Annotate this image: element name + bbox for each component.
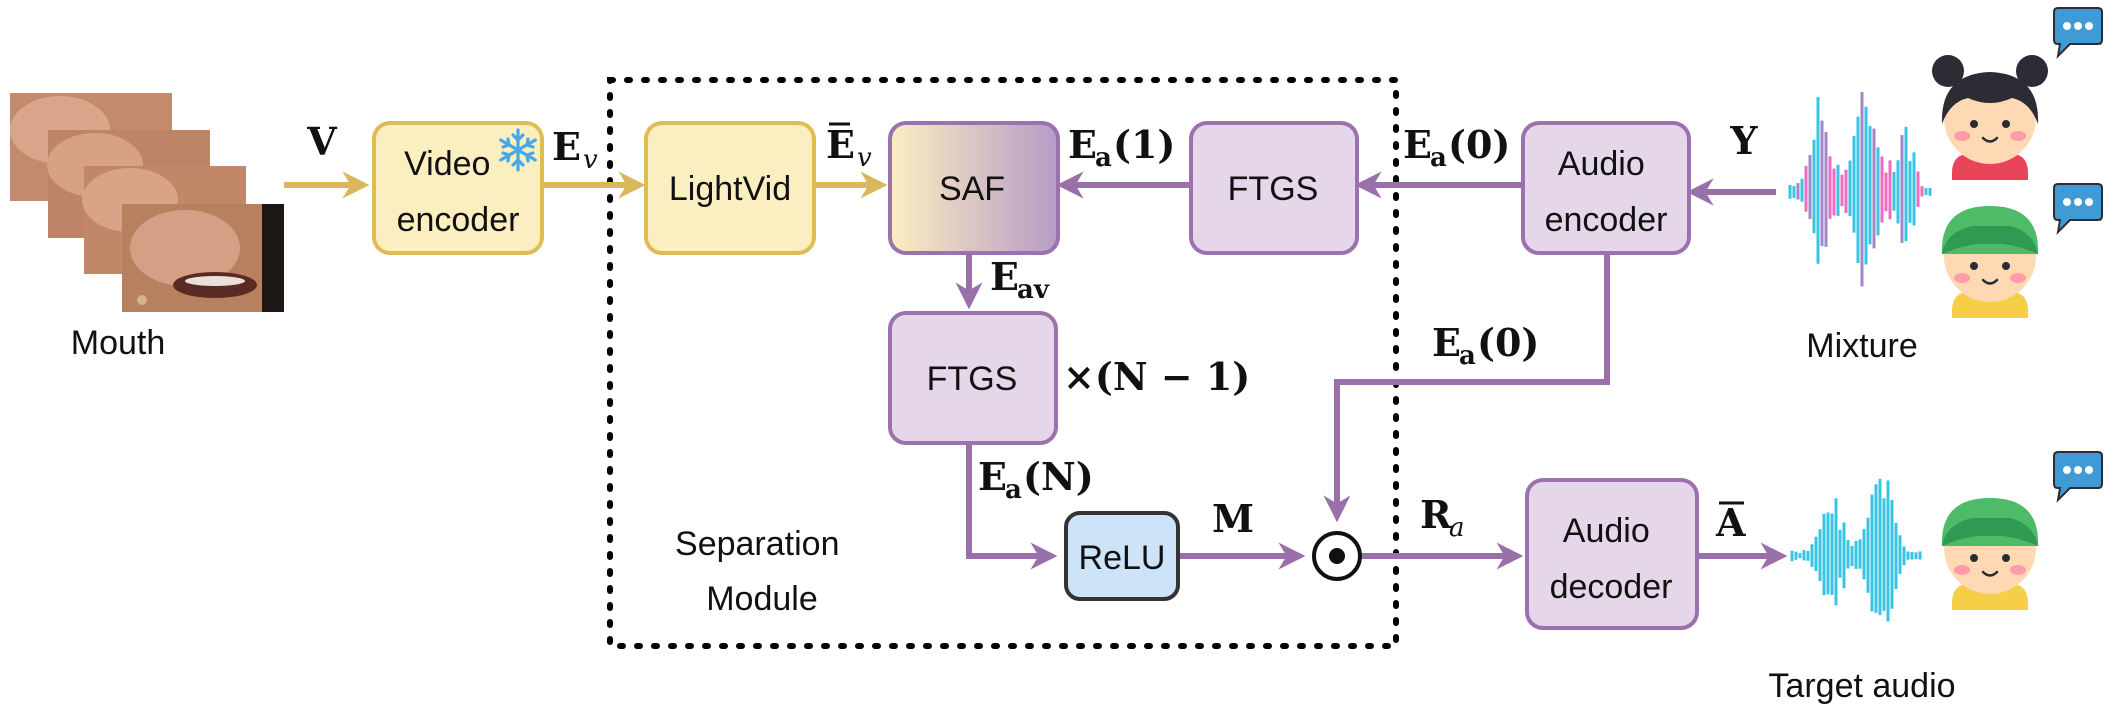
target-audio-label: Target audio (1768, 667, 1955, 705)
label-ra: R a (1420, 492, 1465, 543)
svg-text:av: av (1017, 275, 1050, 305)
svg-text:v: v (583, 145, 598, 175)
svg-text:E: E (1068, 122, 1097, 167)
ftgs-top-block: FTGS (1189, 121, 1359, 255)
arrow-encoder-skip-to-odot (1323, 250, 1610, 523)
svg-text:a: a (1430, 143, 1447, 173)
svg-text:a: a (1449, 513, 1465, 543)
label-ev: E v (552, 124, 598, 175)
svg-text:(0): (0) (1477, 320, 1539, 365)
separation-module-label: Separation Module (675, 525, 849, 618)
svg-text:(0): (0) (1448, 122, 1510, 167)
svg-text:Audio decoder: Audio decoder (1550, 512, 1673, 606)
chat-bubble-icon-3 (2053, 451, 2103, 503)
target-speaker-avatar (1941, 498, 2039, 610)
svg-text:(1): (1) (1113, 122, 1175, 167)
svg-text:FTGS: FTGS (927, 360, 1018, 398)
arrow-ftgs-mid-to-relu (966, 442, 1058, 570)
svg-text:(N): (N) (1023, 454, 1094, 499)
mixture-label: Mixture (1806, 327, 1917, 365)
svg-text:v: v (857, 143, 872, 173)
odot-operator (1312, 531, 1362, 581)
label-y: Y (1729, 118, 1758, 163)
svg-text:E: E (1432, 320, 1461, 365)
svg-text:E: E (978, 454, 1007, 499)
svg-text:R: R (1420, 492, 1452, 537)
speaker-girl-avatar (1932, 55, 2048, 180)
label-ea-0-top: E a (0) (1403, 122, 1510, 173)
svg-text:a: a (1095, 143, 1112, 173)
svg-text:E: E (1403, 122, 1432, 167)
label-eav: E av (990, 254, 1050, 305)
audio-encoder-block: Audio encoder (1521, 121, 1691, 255)
svg-text:E: E (552, 124, 581, 169)
label-ea-n: E a (N) (978, 454, 1094, 505)
mouth-label: Mouth (71, 324, 166, 362)
chat-bubble-icon-1 (2053, 7, 2103, 59)
mouth-frames: Mouth (10, 93, 284, 362)
svg-text:ReLU: ReLU (1079, 539, 1166, 577)
label-v: V (306, 119, 338, 164)
saf-block: SAF (888, 121, 1060, 255)
svg-text:E: E (990, 254, 1019, 299)
svg-text:Video encoder: Video encoder (397, 145, 520, 239)
svg-text:E: E (826, 122, 855, 167)
label-m: M (1212, 496, 1254, 541)
svg-text:LightVid: LightVid (669, 170, 791, 208)
svg-text:Audio encoder: Audio encoder (1545, 145, 1668, 239)
label-abar: A (1715, 500, 1746, 545)
label-ea-0-skip: E a (0) (1432, 320, 1539, 371)
snowflake-icon (499, 128, 537, 172)
video-encoder-block: Video encoder (372, 121, 544, 255)
svg-text:A: A (1715, 500, 1746, 545)
svg-text:a: a (1005, 475, 1022, 505)
label-ebar-v: E v (826, 122, 872, 173)
svg-text:FTGS: FTGS (1228, 170, 1319, 208)
svg-text:SAF: SAF (939, 170, 1005, 208)
svg-text:a: a (1459, 341, 1476, 371)
audio-arrows (955, 171, 1788, 570)
ftgs-mid-block: FTGS (888, 311, 1058, 445)
relu-block: ReLU (1064, 511, 1180, 601)
separation-module-frame (607, 77, 1399, 649)
mouth-frame-4 (122, 204, 284, 312)
target-waveform (1790, 479, 1922, 622)
audio-decoder-block: Audio decoder (1525, 478, 1699, 630)
chat-bubble-icon-2 (2053, 183, 2103, 235)
label-ea-1: E a (1) (1068, 122, 1175, 173)
lightvid-block: LightVid (644, 121, 816, 255)
label-repeat: ×(N − 1) (1063, 354, 1250, 399)
speaker-boy-avatar (1941, 206, 2039, 318)
mixture-waveform (1788, 91, 1932, 287)
